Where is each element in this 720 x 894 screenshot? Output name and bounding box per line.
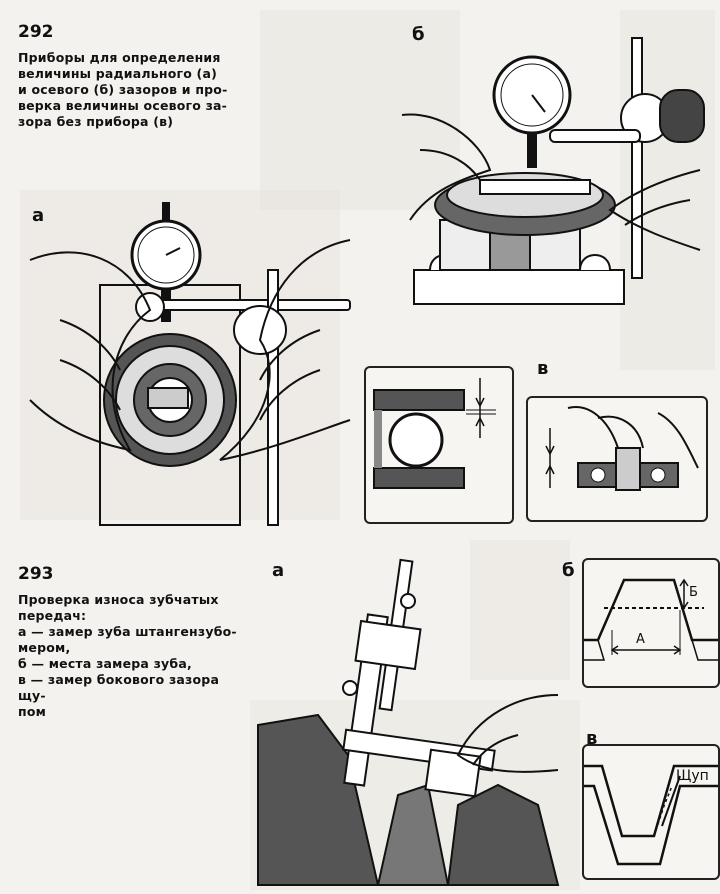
feeler-gauge-label: Щуп [676, 768, 709, 784]
caliper [342, 558, 496, 798]
caption-line: Приборы для определения [18, 50, 221, 65]
hands [29, 239, 351, 461]
fig293-label-v: в [586, 728, 598, 749]
figure-293-caption: Проверка износа зубчатых передач: а — за… [18, 592, 243, 720]
fig292-label-b: б [412, 24, 425, 45]
hand [456, 694, 559, 773]
illustration-backlash [584, 764, 718, 866]
caption-line: мером, [18, 640, 71, 655]
figure-292-number: 292 [18, 22, 54, 42]
caption-line: в — замер бокового зазора щу- [18, 672, 220, 703]
illustration-tooth-measure [584, 578, 718, 661]
illustration-radial-clearance [29, 202, 351, 526]
caption-line: зора без прибора (в) [18, 114, 174, 129]
bleed-through-block [260, 10, 460, 210]
indicator-arm [135, 292, 351, 322]
caption-line: Проверка износа зубчатых [18, 592, 219, 607]
illustration-bearing-section [373, 378, 496, 489]
illustration-axial-clearance [401, 37, 705, 305]
caption-line: величины радиального (а) [18, 66, 218, 81]
stand-rod [233, 269, 287, 526]
bleed-through-block [470, 540, 570, 680]
dimension-label-a: А [636, 632, 645, 647]
hands [401, 113, 701, 251]
figure-292-caption: Приборы для определения величины радиаль… [18, 50, 238, 130]
stand-rod [620, 37, 705, 279]
fig292-label-a: а [32, 205, 45, 226]
caption-line: и осевого (б) зазоров и про- [18, 82, 228, 97]
bearing [103, 333, 237, 467]
caption-line: верка величины осевого за- [18, 98, 228, 113]
fig292-label-v: в [537, 358, 549, 379]
caption-line: пом [18, 704, 47, 719]
illustration-manual-check [545, 406, 699, 491]
figure-293-number: 293 [18, 564, 54, 584]
caption-line: передач: [18, 608, 87, 623]
bearing [434, 172, 616, 236]
fig293-label-a: а [272, 560, 285, 581]
dimension-label-b: Б [689, 585, 698, 600]
caption-line: а — замер зуба штангензубо- [18, 624, 237, 639]
stand-base [413, 219, 625, 305]
dial-gauge [492, 55, 641, 168]
illustration-gear-tooth-caliper [257, 558, 560, 886]
fig293-label-b: б [562, 560, 575, 581]
caption-line: б — места замера зуба, [18, 656, 192, 671]
